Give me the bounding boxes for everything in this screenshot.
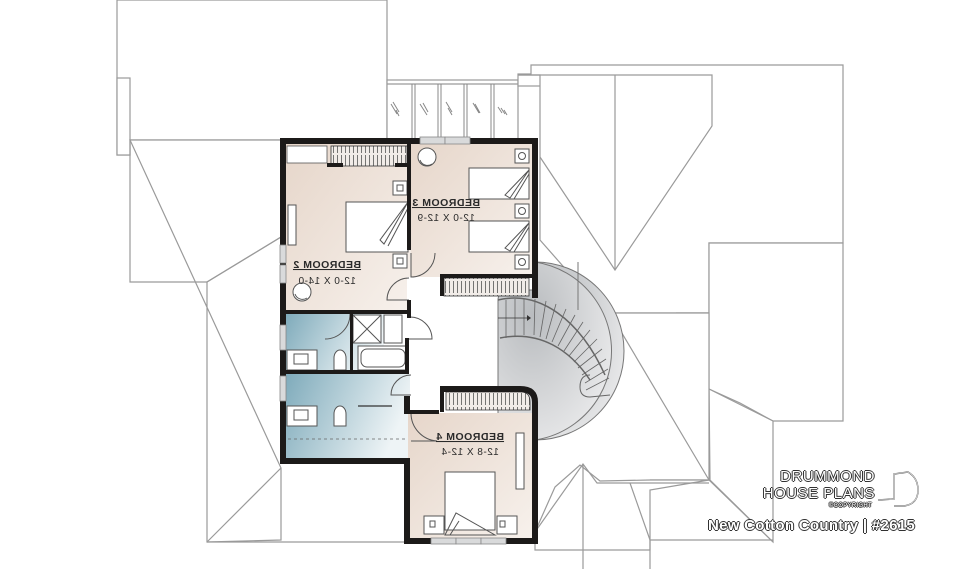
brand-name-line-1: DRUMMOND: [780, 468, 875, 485]
brand-name-line-2: HOUSE PLANS: [762, 485, 875, 502]
room-label-bedroom-2: BEDROOM 2: [293, 259, 361, 271]
roof-outline-group: [116, 0, 844, 569]
roof-top-left-tab: [116, 77, 131, 156]
bedroom-2-bed: [345, 201, 409, 253]
plan-title: New Cotton Country | #2615: [707, 517, 915, 534]
vanity-1: [286, 349, 318, 371]
room-dimensions-bedroom-4: 12-8 X 12-4: [441, 447, 499, 458]
bedroom-3-floor: [411, 144, 532, 277]
roof-top-left: [116, 0, 388, 156]
vanity-2: [286, 405, 318, 427]
windows: [279, 136, 507, 545]
bedroom-3-label-group: BEDROOM 3 12-0 X 12-9: [412, 197, 480, 224]
roof-center-right: [534, 312, 710, 551]
bedroom-3-bed-1: [468, 167, 530, 200]
bedroom-4-label-group: BEDROOM 4 12-8 X 12-4: [436, 431, 504, 458]
brand-copyright: ©COPYRIGHT: [828, 503, 872, 509]
hallway-floor: [407, 277, 497, 407]
bedroom-3-bed-2: [468, 220, 530, 253]
roof-left: [129, 139, 282, 543]
room-dimensions-bedroom-3: 12-0 X 12-9: [417, 213, 475, 224]
room-label-bedroom-3: BEDROOM 3: [412, 197, 480, 209]
bathtub: [357, 345, 409, 371]
roof-right-mid: [708, 242, 844, 422]
bedroom-2-label-group: BEDROOM 2 12-0 X 14-0: [293, 259, 361, 287]
balcony-glass: [390, 84, 508, 140]
dh-logo-icon: [877, 471, 919, 507]
room-dimensions-bedroom-2: 12-0 X 14-0: [298, 276, 356, 287]
balcony-rail: [386, 79, 519, 141]
closets: [286, 145, 531, 411]
roof-right-lower: [708, 388, 774, 544]
furniture: [286, 147, 530, 536]
doors: [324, 252, 438, 442]
room-label-bedroom-4: BEDROOM 4: [436, 431, 504, 443]
